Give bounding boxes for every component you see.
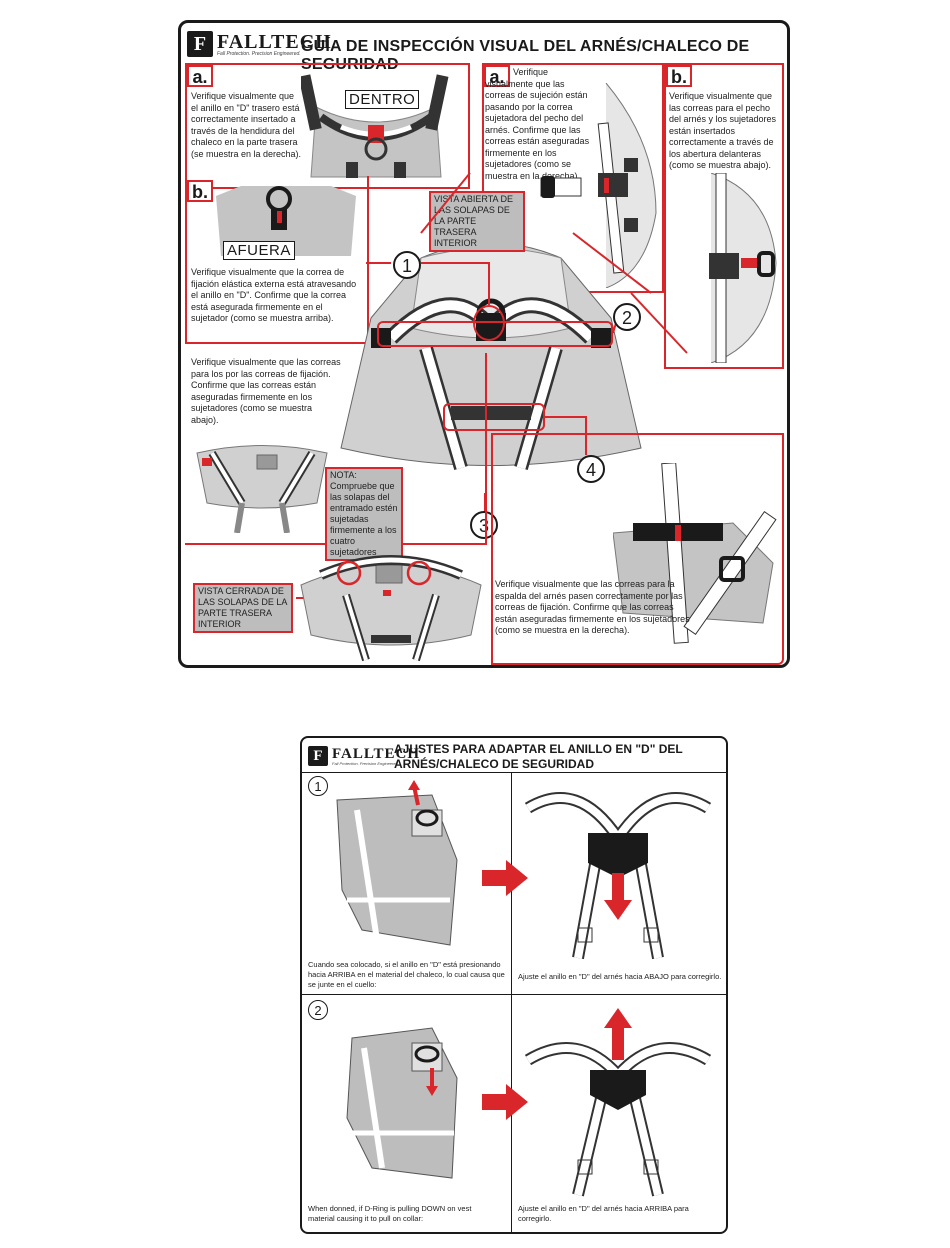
section-a-right-text: Verifique visualmente que las correas de… (485, 67, 590, 181)
logo-tagline: Fall Protection. Precision Engineered. (217, 50, 301, 57)
harness-back-closed-illustration (300, 555, 482, 662)
section-b-left-letter: b. (187, 180, 213, 202)
step-1-left-text: Cuando sea colocado, si el anillo en "D"… (308, 960, 505, 989)
falltech-logo-2: F FALLTECH Fall Protection. Precision En… (308, 746, 420, 766)
callout-number-4: 4 (577, 455, 605, 483)
back-strap-detail-illustration (613, 463, 777, 644)
move-right-arrow-1 (482, 860, 528, 896)
chest-strap-illustration (540, 83, 657, 288)
note-label: NOTA: Compruebe que las solapas del entr… (325, 467, 403, 561)
section-b-right-letter: b. (666, 65, 692, 87)
section-b-right (664, 63, 784, 369)
divider-vertical (511, 773, 512, 1233)
step-1-right-text: Ajuste el anillo en "D" del arnés hacia … (518, 972, 722, 981)
divider-top (302, 772, 726, 773)
section-back-straps-text: Verifique visualmente que las correas pa… (495, 579, 690, 635)
section-a-right-letter: a. (484, 65, 510, 87)
falltech-logo-mark: F (187, 31, 213, 57)
section-back-straps (491, 433, 784, 665)
inside-label: DENTRO (345, 90, 420, 109)
callout-number-2: 2 (613, 303, 641, 331)
vest-pulling-down-illustration (346, 1027, 458, 1179)
logo-name-2: FALLTECH (332, 745, 421, 762)
highlight-back-strap (443, 403, 545, 431)
dring-outside-illustration (216, 186, 356, 256)
dring-adjustment-panel: F FALLTECH Fall Protection. Precision En… (300, 736, 728, 1234)
dring-inside-illustration (301, 74, 449, 178)
front-opening-illustration (709, 173, 777, 363)
outside-label: AFUERA (223, 241, 295, 260)
falltech-logo: F FALLTECH Fall Protection. Precision En… (187, 31, 332, 57)
logo-tagline-2: Fall Protection. Precision Engineered. (332, 760, 399, 766)
inspection-guide-panel: F FALLTECH Fall Protection. Precision En… (178, 20, 790, 668)
callout-number-3: 3 (470, 511, 498, 539)
adjustment-title: AJUSTES PARA ADAPTAR EL ANILLO EN "D" DE… (394, 742, 683, 771)
harness-dring-down-illustration (524, 792, 712, 960)
move-right-arrow-2 (482, 1084, 528, 1120)
section-straps-text: Verifique visualmente que las correas pa… (191, 357, 341, 425)
callout-number-1: 1 (393, 251, 421, 279)
vest-pushing-up-illustration (336, 780, 458, 946)
section-b-right-text: Verifique visualmente que las correas pa… (669, 91, 777, 170)
step-2-number: 2 (308, 1000, 328, 1020)
harness-flaps-illustration (196, 445, 328, 533)
section-a-left-text: Verifique visualmente que el anillo en "… (191, 91, 302, 159)
logo-name: FALLTECH (217, 30, 332, 53)
step-2-right-text: Ajuste el anillo en "D" del arnés hacia … (518, 1204, 689, 1223)
falltech-logo-mark-2: F (308, 746, 328, 766)
section-b-left (185, 176, 369, 344)
step-2-left-text: When donned, if D-Ring is pulling DOWN o… (308, 1204, 472, 1223)
closed-view-label: VISTA CERRADA DE LAS SOLAPAS DE LA PARTE… (193, 583, 293, 633)
highlight-dring (473, 305, 505, 341)
callout-lines (296, 172, 688, 599)
highlight-chest-straps (377, 321, 613, 347)
harness-dring-up-illustration (524, 1008, 712, 1197)
section-b-left-text: Verifique visualmente que la correa de f… (191, 267, 357, 323)
divider-middle (302, 994, 726, 995)
open-view-label: VISTA ABIERTA DE LAS SOLAPAS DE LA PARTE… (429, 191, 525, 252)
section-a-left-letter: a. (187, 65, 213, 87)
step-1-number: 1 (308, 776, 328, 796)
